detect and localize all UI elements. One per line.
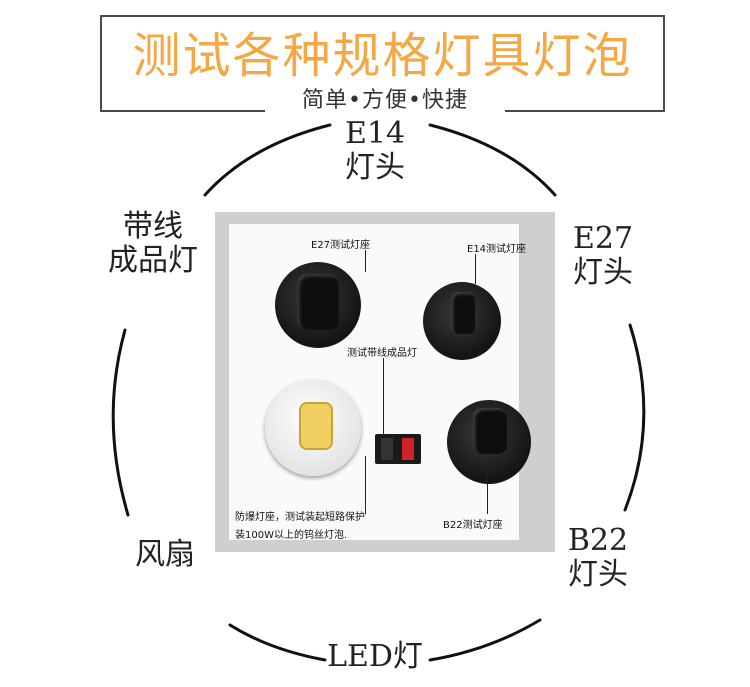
caption-explosion-proof-1: 防爆灯座，测试装起短路保护 (235, 512, 365, 523)
label-b22-line2: 灯头 (568, 557, 628, 592)
leader-e27 (365, 250, 366, 272)
label-e14-line1: E14 (344, 116, 406, 151)
caption-explosion-proof-2: 装100W以上的钨丝灯泡. (235, 530, 348, 541)
e14-socket-holder (451, 292, 475, 334)
label-fan: 风扇 (135, 537, 195, 572)
arc-left (111, 328, 130, 517)
arc-bottom-left (228, 623, 327, 662)
label-strip-line2: 成品灯 (108, 243, 198, 278)
label-b22: B22 灯头 (558, 524, 638, 592)
label-e14: E14 灯头 (340, 117, 410, 185)
leader-e14 (475, 254, 476, 284)
label-led: LED灯 (327, 639, 423, 674)
label-e14-line2: 灯头 (345, 150, 405, 185)
leader-explosion-proof (365, 456, 366, 514)
arc-bottom-right (428, 618, 542, 662)
page-title: 测试各种规格灯具灯泡 (132, 28, 633, 84)
caption-strip-light: 测试带线成品灯 (347, 348, 417, 359)
test-board (229, 224, 519, 540)
label-e27-line1: E27 (572, 221, 634, 256)
caption-e27-socket: E27测试灯座 (311, 240, 371, 251)
arc-top-right (428, 123, 557, 197)
label-e27-line2: 灯头 (573, 255, 633, 290)
caption-b22-socket: B22测试灯座 (443, 520, 503, 531)
page-subtitle: 简单•方便•快捷 (265, 86, 505, 116)
label-e27: E27 灯头 (563, 222, 643, 290)
b22-socket-holder (473, 408, 507, 454)
label-b22-line1: B22 (567, 523, 629, 558)
e27-socket-holder (297, 274, 339, 330)
arc-top-left (203, 123, 332, 197)
caption-e14-socket: E14测试灯座 (467, 244, 527, 255)
label-strip-light: 带线 成品灯 (98, 210, 208, 278)
arc-right (623, 323, 646, 512)
terminal-black-clip (381, 438, 393, 460)
explosion-proof-socket-core (299, 402, 333, 450)
leader-strip (383, 358, 384, 436)
terminal-red-clip (402, 438, 414, 460)
label-strip-line1: 带线 (123, 209, 183, 244)
product-photo: E27测试灯座 E14测试灯座 测试带线成品灯 防爆灯座，测试装起短路保护 装1… (215, 212, 555, 552)
leader-b22 (487, 474, 488, 514)
